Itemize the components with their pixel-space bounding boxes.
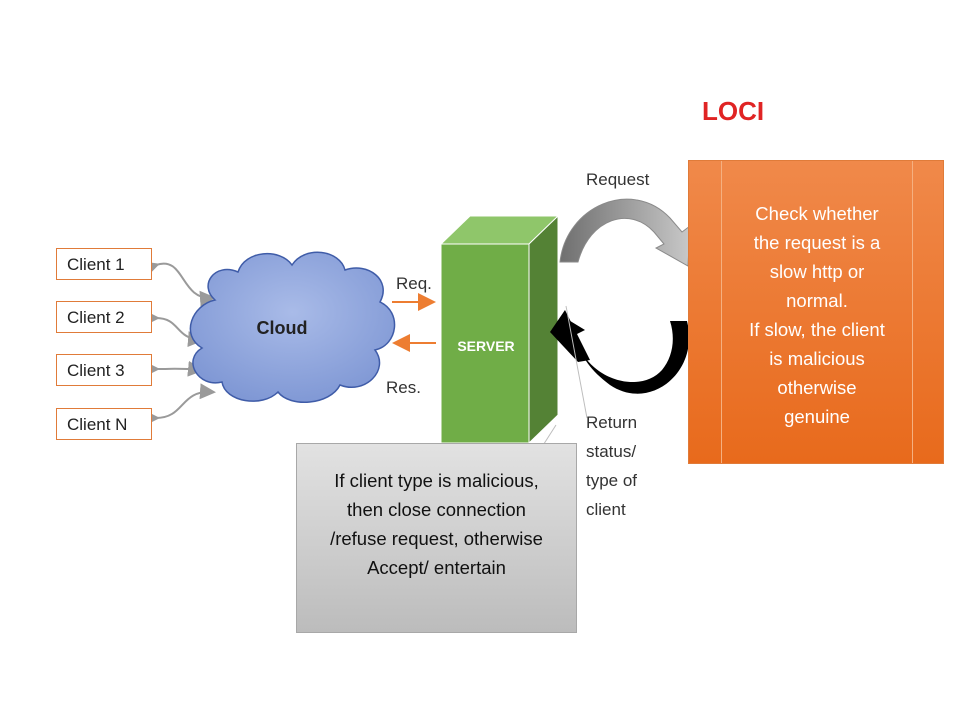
decision-line-2: then close connection	[347, 499, 526, 520]
req-label: Req.	[396, 274, 432, 293]
client-n-label: Client N	[67, 415, 128, 434]
loci-title: LOCI	[702, 96, 765, 126]
decision-box-text: If client type is malicious, then close …	[297, 466, 576, 582]
return-line-3: type of	[586, 471, 638, 490]
server-label: SERVER	[457, 338, 515, 354]
loci-box-text: Check whether the request is a slow http…	[722, 199, 912, 431]
server-cube	[439, 214, 560, 445]
loci-line-7: otherwise	[777, 377, 857, 398]
return-line-1: Return	[586, 413, 638, 432]
request-label: Request	[586, 170, 650, 189]
decision-line-3: /refuse request, otherwise	[330, 528, 543, 549]
loci-line-8: genuine	[784, 406, 850, 427]
loci-line-4: normal.	[786, 290, 848, 311]
clientN-connector	[143, 383, 216, 427]
client1-connector	[142, 261, 216, 307]
return-line-4: client	[586, 500, 626, 519]
loci-line-3: slow http or	[769, 261, 865, 282]
client-3-box: Client 3	[56, 354, 152, 386]
callout-line-upper	[565, 305, 588, 419]
return-line-2: status/	[586, 442, 637, 461]
loci-line-2: the request is a	[753, 232, 881, 253]
cloud-label: Cloud	[256, 318, 308, 338]
return-arc-arrow	[550, 310, 690, 394]
client-2-label: Client 2	[67, 308, 125, 327]
decision-line-4: Accept/ entertain	[367, 557, 506, 578]
loci-check-box: Check whether the request is a slow http…	[688, 160, 944, 464]
loci-inner-panel: Check whether the request is a slow http…	[721, 161, 913, 463]
decision-line-1: If client type is malicious,	[334, 470, 539, 491]
loci-line-5: If slow, the client	[749, 319, 885, 340]
loci-line-6: is malicious	[769, 348, 865, 369]
client-1-label: Client 1	[67, 255, 125, 274]
decision-box: If client type is malicious, then close …	[296, 443, 577, 633]
return-status-label: Return status/ type of client	[586, 408, 637, 524]
cloud-shape	[189, 251, 396, 403]
request-arc-arrow	[559, 198, 691, 267]
client-n-box: Client N	[56, 408, 152, 440]
loci-line-1: Check whether	[755, 203, 879, 224]
res-label: Res.	[386, 378, 421, 397]
client-3-label: Client 3	[67, 361, 125, 380]
client-1-box: Client 1	[56, 248, 152, 280]
client-2-box: Client 2	[56, 301, 152, 333]
